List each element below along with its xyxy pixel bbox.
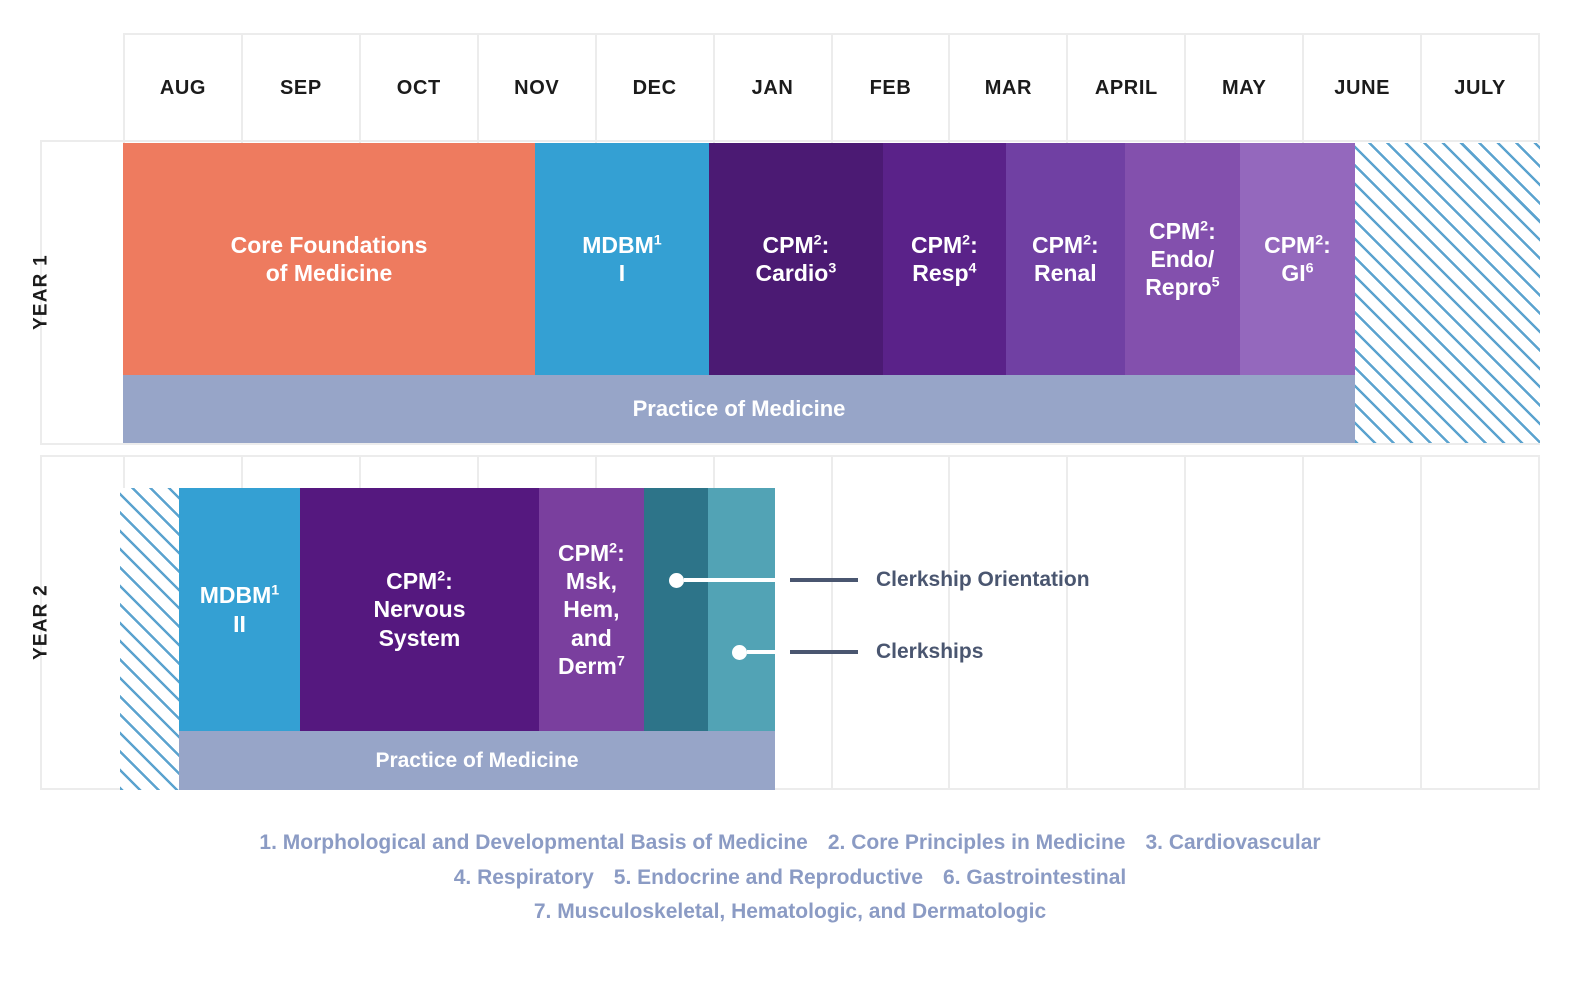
footnote-legend: 1. Morphological and Developmental Basis… [0,826,1580,930]
clerkships-label: Clerkships [876,640,984,663]
footnote-marker: 5 [1211,274,1220,291]
month-header-june: JUNE [1302,33,1421,143]
footnote-item: 7. Musculoskeletal, Hematologic, and Der… [533,900,1047,924]
footnote-marker: 1 [653,232,662,249]
course-block-line: MDBM1 [582,231,662,258]
callout-dot [732,644,747,660]
year-2-label: YEAR 2 [30,584,52,661]
footnote-line: 7. Musculoskeletal, Hematologic, and Der… [0,895,1580,930]
course-block-line: Endo/ [1150,245,1215,272]
month-header-nov: NOV [476,33,595,143]
footnote-marker: 6 [1305,260,1314,277]
month-header-jan: JAN [712,33,831,143]
footnote-item: 2. Core Principles in Medicine [827,831,1126,854]
course-block-clerkships [707,488,775,731]
clerkships-callout: Clerkships [732,640,983,664]
month-header-july: JULY [1420,33,1541,143]
course-block-line: CPM2: [1264,231,1331,258]
clerkship-orientation-callout: Clerkship Orientation [669,568,1090,592]
footnote-marker: 1 [271,582,280,599]
footnote-marker: 4 [968,260,977,277]
footnote-marker: 3 [828,260,837,277]
course-block-line: CPM2: [911,231,978,258]
month-header-oct: OCT [358,33,477,143]
month-header-dec: DEC [594,33,713,143]
footnote-marker: 2 [609,540,618,557]
course-block-line: CPM2: [386,568,453,595]
year-1-hatched-region [1355,143,1540,443]
footnote-item: 1. Morphological and Developmental Basis… [259,831,808,854]
footnote-item: 3. Cardiovascular [1145,831,1321,854]
footnote-item: 4. Respiratory [453,865,594,889]
course-block-line: Renal [1034,260,1097,286]
callout-leader-inner [684,578,790,582]
course-block-line: GI6 [1281,260,1314,286]
footnote-item: 6. Gastrointestinal [943,865,1127,889]
course-block-cpm-gi: CPM2:GI6 [1239,143,1355,375]
course-block-cpm-renal: CPM2:Renal [1005,143,1125,375]
course-block-line: CPM2: [762,231,830,258]
course-block-clerkship-orientation [643,488,708,731]
footnote-line: 1. Morphological and Developmental Basis… [0,826,1580,861]
footnote-marker: 2 [962,232,971,249]
course-block-cpm-cardio: CPM2:Cardio3 [708,143,883,375]
course-block-line: Nervous [373,596,466,623]
month-header-sep: SEP [240,33,359,143]
course-block-line: Msk, [565,568,617,595]
course-block-line: and [570,624,612,651]
year-1-practice-of-medicine-bar: Practice of Medicine [123,375,1355,443]
course-block-line: of Medicine [265,260,393,286]
footnote-marker: 2 [1200,218,1209,235]
course-block-line: Core Foundations [230,231,428,258]
footnote-item: 5. Endocrine and Reproductive [613,865,924,889]
course-block-line: CPM2: [1031,231,1099,258]
callout-leader-outer [790,650,858,654]
month-header-april: APRIL [1066,33,1185,143]
footnote-marker: 2 [1083,232,1092,249]
footnote-marker: 2 [1315,232,1324,249]
footnote-line: 4. Respiratory 5. Endocrine and Reproduct… [0,861,1580,896]
year-2-hatched-region [120,488,179,790]
year-2-practice-of-medicine-bar: Practice of Medicine [179,731,775,790]
course-block-line: Hem, [563,596,620,623]
month-header-feb: FEB [830,33,949,143]
callout-dot [669,572,684,588]
course-block-line: System [378,624,461,651]
course-block-line: Repro5 [1145,274,1220,301]
course-block-line: Resp4 [912,260,977,286]
footnote-marker: 2 [437,568,446,585]
callout-leader-outer [790,578,858,582]
month-header-aug: AUG [123,33,241,143]
course-block-line: CPM2: [558,540,625,567]
course-block-line: Cardio3 [755,260,837,286]
course-block-cpm-endo-repro: CPM2:Endo/Repro5 [1124,143,1240,375]
course-block-line: II [233,610,246,637]
clerkship-orientation-label: Clerkship Orientation [876,568,1090,591]
footnote-marker: 2 [813,232,822,249]
callout-leader-inner [747,650,790,654]
footnote-marker: 7 [616,652,625,669]
course-block-line: I [618,260,626,286]
month-header-mar: MAR [948,33,1067,143]
course-block-line: MDBM1 [199,582,280,609]
course-block-line: CPM2: [1149,217,1216,244]
course-block-line: Derm7 [558,652,625,679]
month-header-may: MAY [1184,33,1303,143]
year-1-label: YEAR 1 [30,254,52,331]
course-block-cpm-resp: CPM2:Resp4 [882,143,1006,375]
